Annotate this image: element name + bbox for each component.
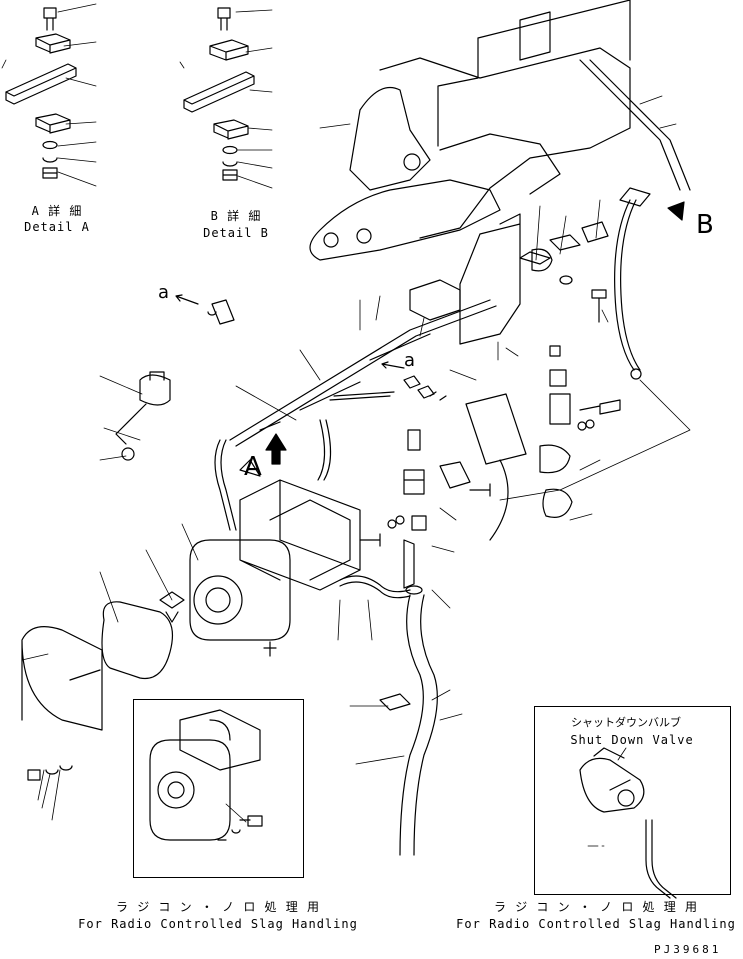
shutdown-valve-label-en: Shut Down Valve — [570, 733, 694, 747]
detail-b-drawing — [179, 7, 273, 189]
detail-a-drawing — [1, 3, 97, 187]
inset-box-shutdown-valve — [534, 706, 731, 895]
inset-left-caption-jp: ラ ジ コ ン ・ ノ ロ 処 理 用 — [115, 900, 321, 914]
inset-left-drawing — [149, 709, 263, 841]
view-arrows — [175, 201, 685, 465]
detail-b-caption-en: Detail B — [203, 226, 269, 240]
arrow-label-b: B — [696, 210, 714, 240]
view-marker-a-upper: a — [158, 282, 170, 303]
hydraulic-lines-drawing — [214, 59, 691, 856]
shutdown-valve-label-jp: シャットダウンバルブ — [571, 716, 681, 729]
inset-right-drawing — [579, 747, 677, 899]
inset-left-caption-en: For Radio Controlled Slag Handling — [78, 917, 358, 931]
detail-b-caption-jp: B 詳 細 — [210, 209, 262, 223]
pump-assembly-drawing — [21, 371, 361, 781]
inset-right-caption-en: For Radio Controlled Slag Handling — [456, 917, 736, 931]
engine-block-drawing — [309, 0, 631, 345]
detail-a-caption-jp: A 詳 細 — [31, 204, 83, 218]
view-marker-a-lower: a — [404, 350, 416, 371]
drawing-code: PJ39681 — [654, 943, 722, 956]
arrow-label-a: A — [244, 452, 262, 482]
detail-a-caption-en: Detail A — [24, 220, 90, 234]
inset-box-radio-slag-left — [133, 699, 304, 878]
fittings-drawing — [359, 345, 621, 547]
leader-lines — [21, 95, 677, 821]
misc-parts — [207, 299, 447, 595]
inset-right-caption-jp: ラ ジ コ ン ・ ノ ロ 処 理 用 — [493, 900, 699, 914]
